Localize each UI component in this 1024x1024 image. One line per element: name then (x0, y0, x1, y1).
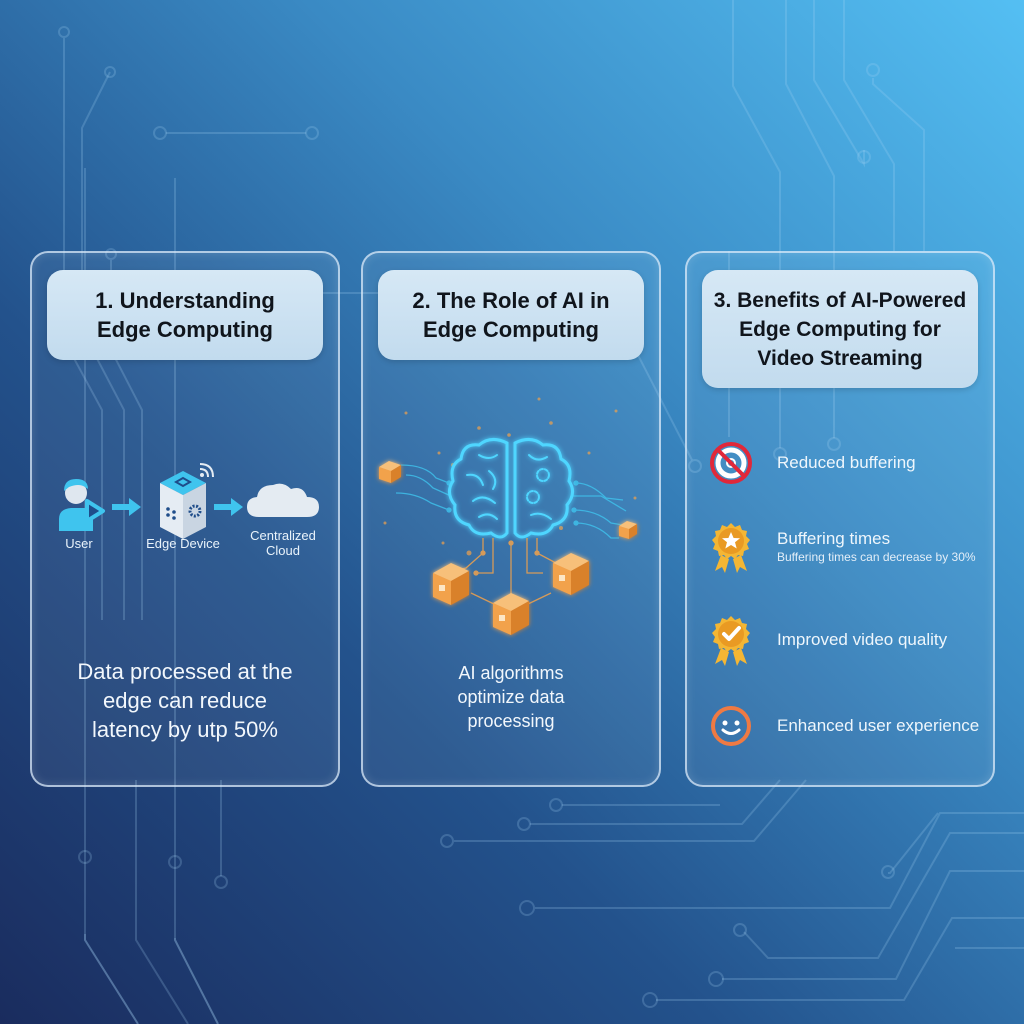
card-benefits: 3. Benefits of AI-Powered Edge Computing… (685, 251, 995, 787)
desc-line: optimize data (457, 687, 565, 707)
flow-node-centralized-cloud: Centralized Cloud (238, 479, 328, 558)
benefit-label: Reduced buffering (777, 453, 916, 472)
desc-line: AI algorithms (458, 663, 564, 683)
check-badge-icon (709, 616, 753, 666)
card-title: 2. The Role of AI in Edge Computing (378, 270, 644, 360)
cloud-icon (247, 483, 319, 517)
ai-brain-network-icon (379, 397, 637, 635)
star-badge-icon (709, 523, 753, 573)
edge-flow-diagram: User Edge Device (32, 463, 338, 573)
card-title-line: 3. Benefits of AI-Powered (713, 288, 967, 312)
desc-line: processing (467, 711, 555, 731)
card-title: 3. Benefits of AI-Powered Edge Computing… (702, 270, 978, 388)
card-title: 1. Understanding Edge Computing (47, 270, 323, 360)
benefit-item-improved-video-quality: Improved video quality (709, 610, 987, 670)
benefit-item-enhanced-user-experience: Enhanced user experience (709, 696, 987, 756)
flow-label: User (65, 536, 93, 551)
smiley-icon (709, 702, 753, 750)
user-play-icon (59, 479, 105, 531)
benefit-label: Buffering times (777, 529, 891, 548)
benefit-label: Enhanced user experience (777, 716, 980, 735)
flow-label: Edge Device (146, 536, 220, 551)
card-title-line: Edge Computing (423, 317, 599, 342)
flow-node-user: User (44, 473, 114, 551)
card-role-of-ai: 2. The Role of AI in Edge Computing (361, 251, 661, 787)
card-title-line: Edge Computing (97, 317, 273, 342)
flow-label: Centralized (250, 528, 316, 543)
card-title-line: 2. The Role of AI in (412, 288, 610, 313)
card-title-line: Video Streaming (757, 346, 923, 370)
flow-node-edge-device: Edge Device (140, 461, 226, 551)
flow-label: Cloud (266, 543, 300, 558)
arrow-right-icon (214, 498, 243, 516)
no-buffering-icon (709, 439, 753, 487)
benefit-item-reduced-buffering: Reduced buffering (709, 433, 987, 493)
benefit-label: Improved video quality (777, 630, 948, 649)
arrow-right-icon (112, 498, 141, 516)
desc-line: Data processed at the (77, 659, 293, 684)
desc-line: edge can reduce (103, 688, 267, 713)
card-description: AI algorithms optimize data processing (363, 661, 659, 733)
card-understanding-edge-computing: 1. Understanding Edge Computing User (30, 251, 340, 787)
card-title-line: Edge Computing for (739, 317, 941, 341)
edge-device-icon (160, 463, 214, 539)
desc-line: latency by utp 50% (92, 717, 278, 742)
card-description: Data processed at the edge can reduce la… (32, 657, 338, 744)
benefit-sub: Buffering times can decrease by 30% (777, 550, 976, 564)
benefit-item-buffering-times: Buffering times Buffering times can decr… (709, 517, 987, 577)
card-title-line: 1. Understanding (95, 288, 275, 313)
